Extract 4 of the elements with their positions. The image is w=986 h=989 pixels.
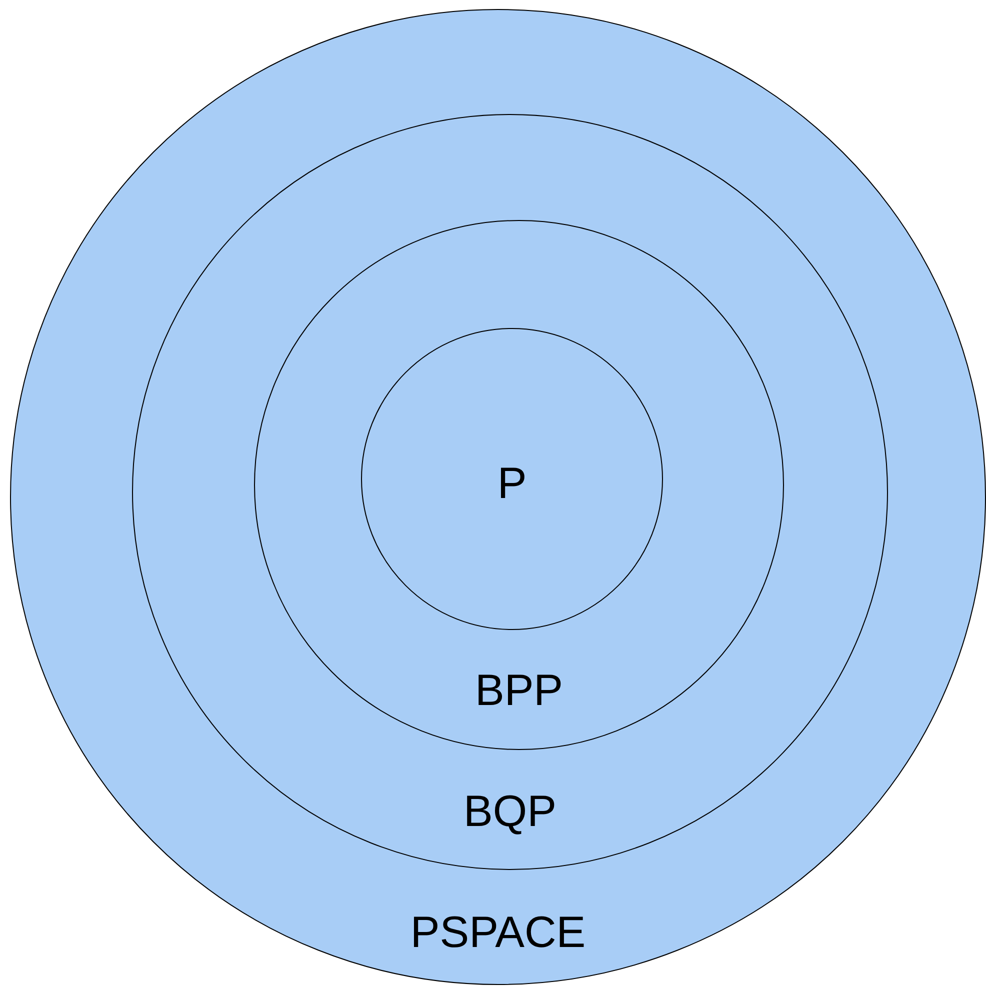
region-label: P <box>497 459 527 509</box>
region-label: PSPACE <box>410 908 586 958</box>
region-label: BQP <box>464 787 556 837</box>
region-label: BPP <box>474 666 564 716</box>
